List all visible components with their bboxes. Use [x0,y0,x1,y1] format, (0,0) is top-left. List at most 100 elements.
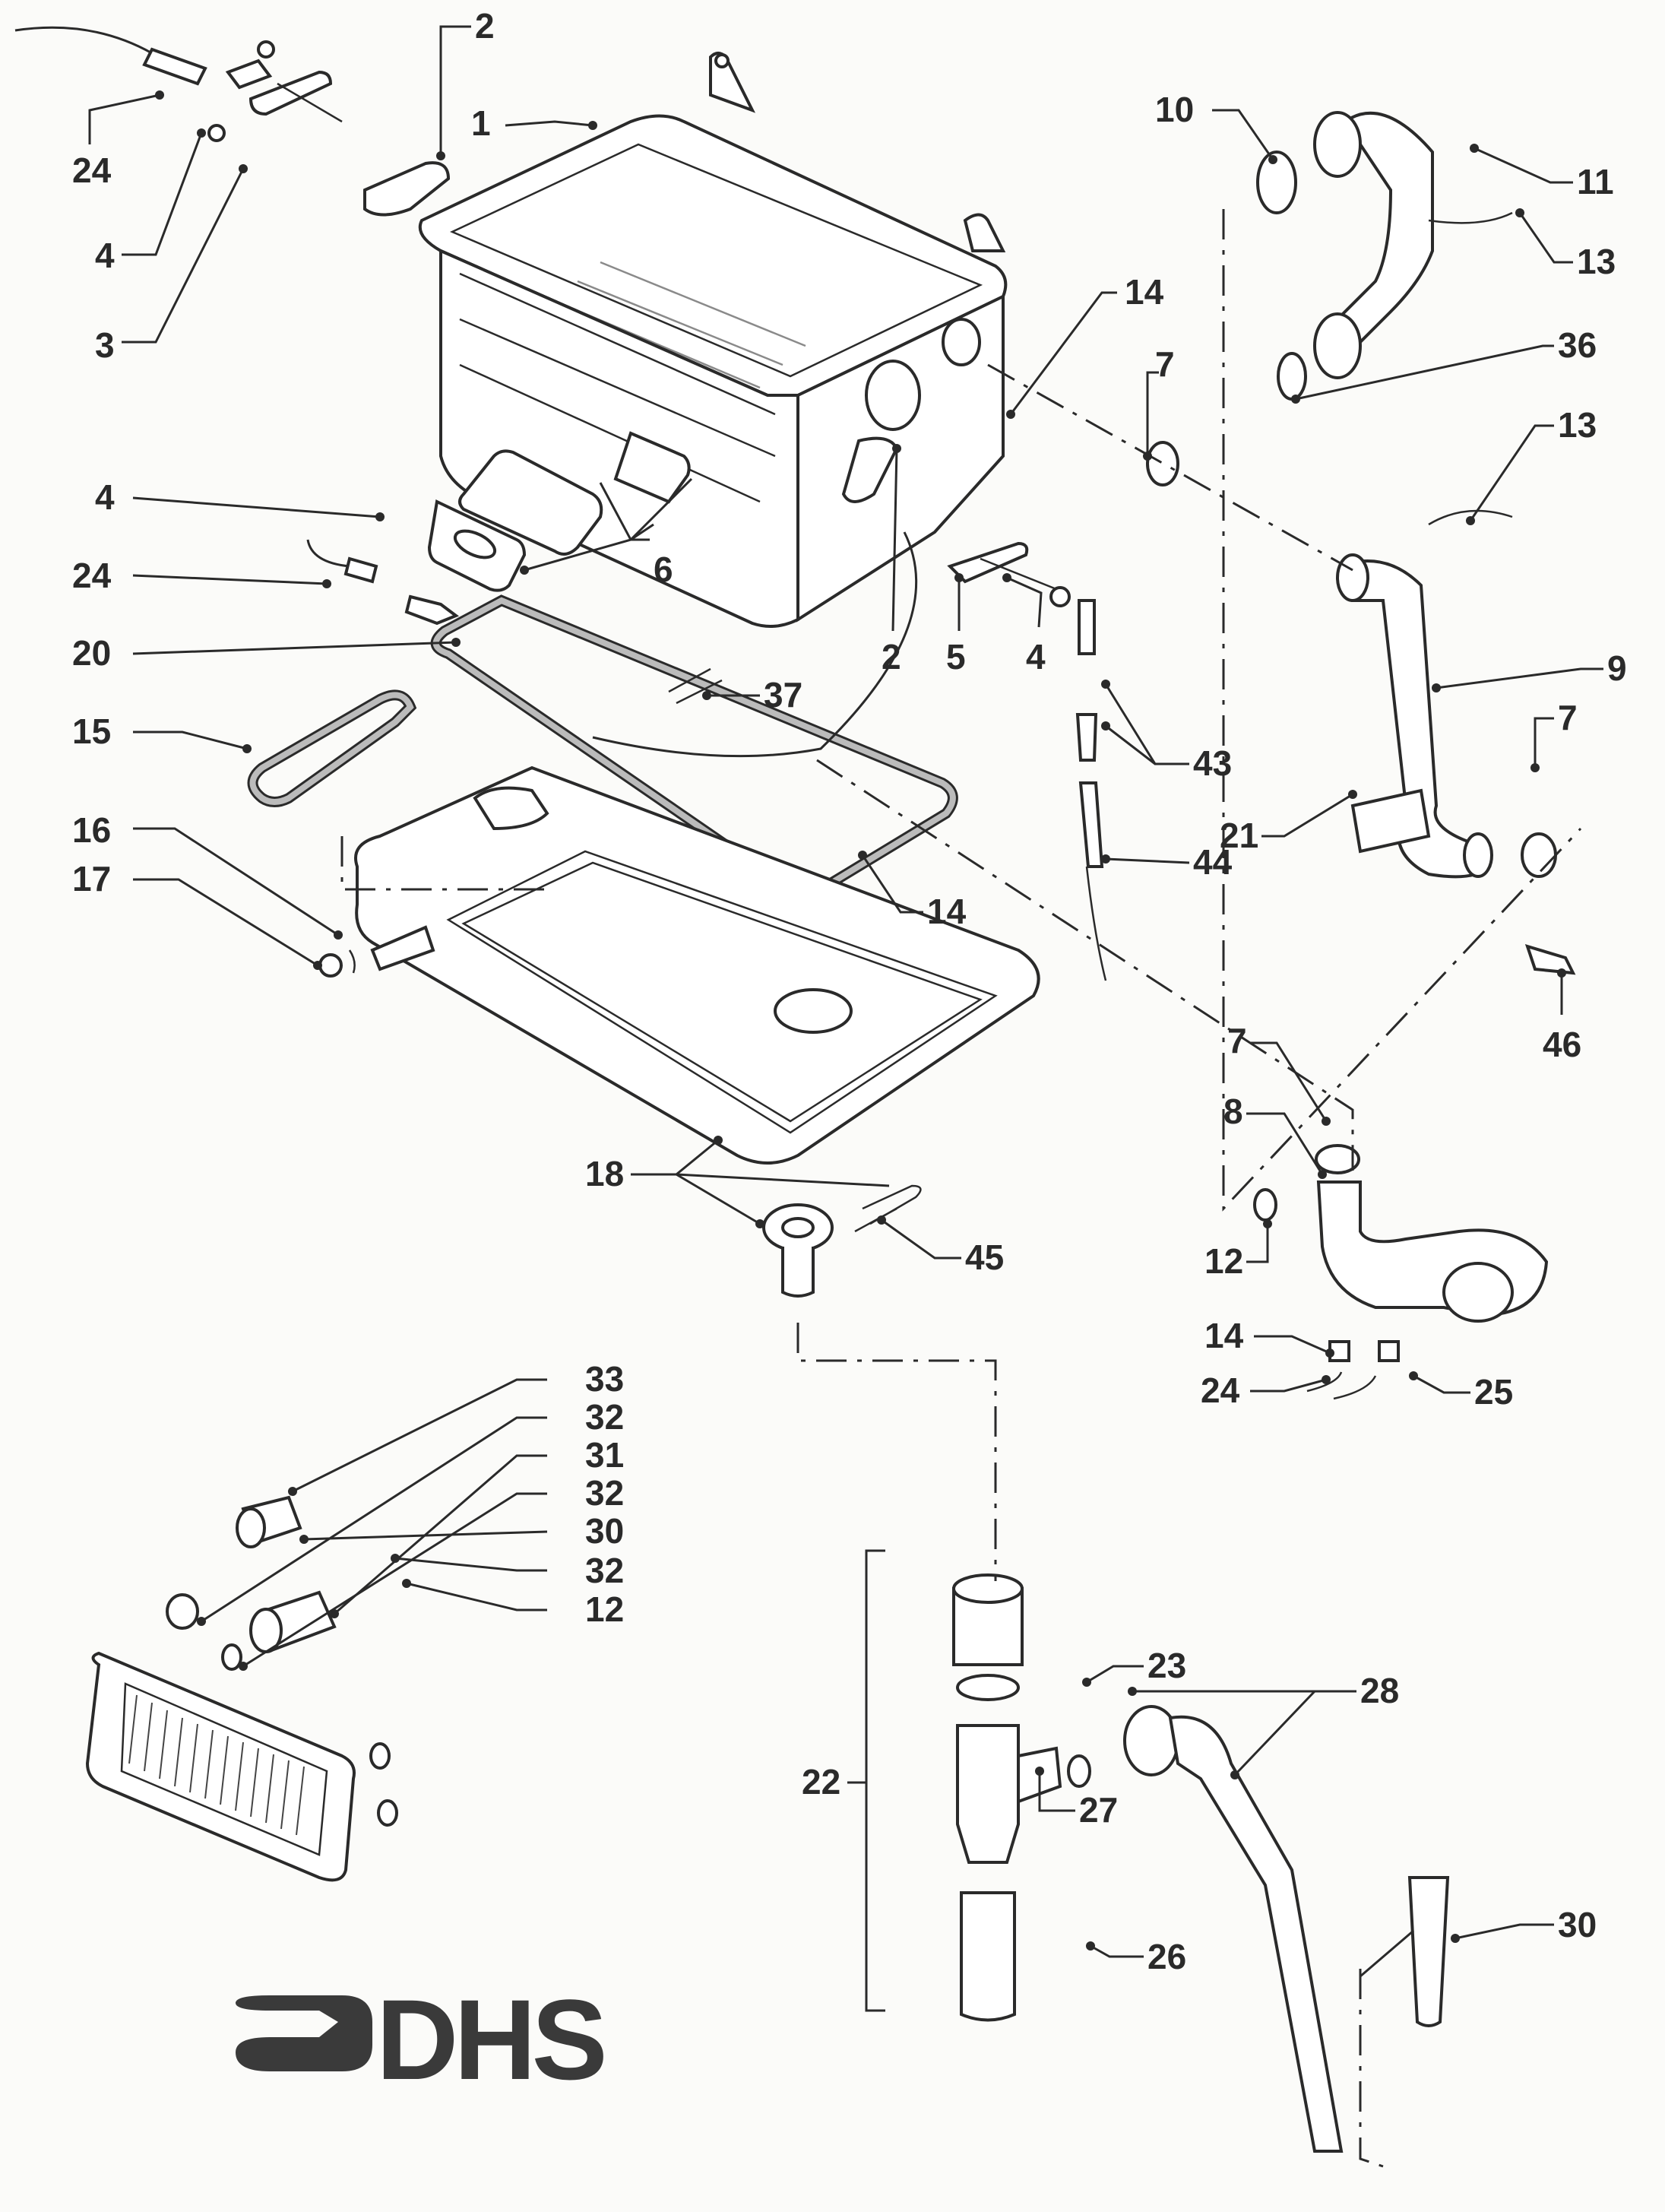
callout-36: 33 [585,1359,624,1399]
callout-12-b: 12 [585,1589,624,1629]
pipe-assembly-8 [1253,1144,1549,1323]
washer-10 [1256,151,1297,214]
clip-45 [854,1184,922,1233]
callout-22: 22 [802,1762,840,1802]
callout-3: 3 [95,325,115,365]
callout-2-right: 2 [882,637,901,677]
callout-2-top: 2 [475,6,495,46]
leader-lines [88,25,1603,2012]
ignition-cable-24 [14,26,153,55]
oring-7-top [1146,441,1179,486]
screw-46 [1524,943,1576,975]
assembly-line [340,836,547,891]
callout-23: 23 [1147,1646,1186,1685]
callout-7-right: 7 [1558,698,1578,737]
clip-12 [1253,1188,1277,1222]
callout-43: 43 [1193,743,1232,783]
clip-37 [668,667,723,705]
sensor-20 [404,594,460,626]
callout-16: 14 [927,892,967,931]
callout-32-c: 32 [585,1551,624,1590]
callout-6: 6 [654,550,673,589]
callout-labels: 2 1 24 4 3 14 7 10 11 13 36 13 4 24 20 6… [72,6,1627,1976]
callout-30: 30 [585,1511,624,1551]
trap-bowl-25 [960,1891,1016,2022]
callout-5: 5 [946,637,966,677]
cable-connector-24 [142,47,207,86]
gasket-2-top [363,161,451,217]
washer-23 [956,1674,1020,1701]
callout-32-b: 32 [585,1473,624,1513]
dhs-logo: DHS [236,1976,609,2103]
callout-17: 15 [72,711,111,751]
condensate-sump-15 [318,765,1040,1165]
callout-12: 12 [1204,1241,1243,1281]
assembly-line [1359,1969,1384,2168]
return-pipe-9 [1336,553,1493,879]
ignition-lead-43-44 [1075,599,1107,981]
oring-7-right [1521,832,1557,878]
sump-outlet-15 [762,1203,834,1298]
logo-text: DHS [376,1976,604,2103]
callout-31: 31 [585,1435,624,1475]
gasket-right-6 [613,431,691,504]
callout-20: 20 [72,633,111,673]
arrow-logo-icon [236,1995,372,2071]
callout-24-top: 24 [72,151,112,190]
heat-exchanger-body [418,52,1008,628]
assembly-line [816,759,1354,1171]
cap-19 [318,953,343,978]
callout-14-lower: 14 [1204,1316,1244,1355]
assembly-line [987,363,1353,572]
callout-4-left: 4 [95,477,115,517]
callout-9: 9 [1607,648,1627,688]
callout-37: 37 [764,675,802,715]
drain-pipe-28 [1407,1876,1450,2027]
flow-pipe-11 [1313,111,1434,379]
callout-45: 45 [965,1238,1004,1277]
drain-hose-27 [1123,1705,1344,2153]
callout-19: 17 [72,859,111,898]
callout-27: 28 [1360,1671,1399,1710]
callout-46: 46 [1543,1025,1581,1064]
condensate-trap-22 [952,1573,1091,2022]
callout-24-lower-right: 25 [1474,1372,1513,1412]
oring-26 [1067,1754,1091,1788]
callout-15: 18 [585,1154,624,1193]
callout-4-right: 4 [1026,637,1046,677]
callout-24-lower-left: 24 [1201,1371,1240,1410]
callout-25: 26 [1147,1937,1186,1976]
callout-32-a: 32 [585,1397,624,1437]
callout-8: 8 [1223,1092,1243,1131]
callout-4-top: 4 [95,236,115,275]
callout-11: 11 [1577,162,1614,201]
plate-heat-exchanger-30 [85,1651,356,1882]
callout-33: 36 [1558,325,1597,365]
bracket-21 [1350,788,1431,854]
washer-32-a [166,1593,199,1630]
flue-seal-17 [247,689,417,807]
callout-24-left: 24 [72,556,112,595]
callout-1: 1 [471,103,491,143]
oring-7-lower [1315,1144,1360,1174]
washer-12-b [377,1799,398,1827]
assembly-line [1222,209,1582,1212]
washer-32-b [221,1643,242,1671]
clip-13-lower [1428,509,1513,526]
callout-26: 27 [1079,1790,1118,1830]
callout-10: 10 [1155,90,1194,129]
callout-21: 21 [1220,816,1258,855]
callout-7-lower: 7 [1227,1021,1247,1060]
callout-7-top: 7 [1155,344,1175,384]
callout-44: 44 [1193,842,1233,882]
clip-18 [348,949,356,974]
gasket-2-right [841,436,899,503]
washer-32-c [369,1742,391,1770]
assembly-line [796,1323,997,1581]
callout-28: 30 [1558,1905,1597,1944]
electrode-assembly-3 [207,40,343,142]
callout-13-lower: 13 [1558,405,1597,445]
callout-13-top: 13 [1577,242,1616,281]
clip-13-top [1428,211,1513,224]
